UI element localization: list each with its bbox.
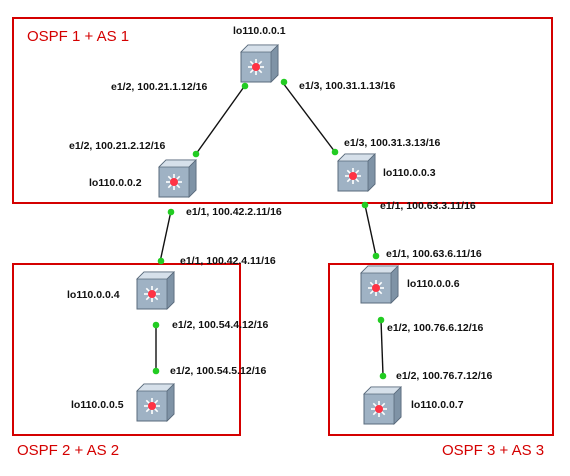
- interface-label: e1/1, 100.63.6.11/16: [386, 248, 482, 260]
- interface-label: e1/2, 100.54.5.12/16: [170, 365, 266, 377]
- link-r6-r7: [380, 319, 384, 376]
- port-dot: [152, 321, 160, 329]
- router-r2[interactable]: [158, 159, 197, 198]
- interface-label: e1/1, 100.42.4.11/16: [180, 255, 276, 267]
- router-r5[interactable]: [136, 383, 175, 422]
- port-dot: [361, 201, 369, 209]
- layer3-switch-icon: [360, 265, 399, 304]
- interface-label: e1/2, 100.76.6.12/16: [387, 322, 483, 334]
- port-dot: [157, 257, 165, 265]
- port-dot: [377, 316, 385, 324]
- interface-label: e1/2, 100.21.2.12/16: [69, 140, 165, 152]
- port-dot: [241, 82, 249, 90]
- router-label-r5: lo110.0.0.5: [71, 399, 124, 411]
- interface-label: e1/2, 100.76.7.12/16: [396, 370, 492, 382]
- router-r6[interactable]: [360, 265, 399, 304]
- interface-label: e1/1, 100.63.3.11/16: [380, 200, 476, 212]
- layer3-switch-icon: [136, 383, 175, 422]
- router-r4[interactable]: [136, 271, 175, 310]
- region-label-ospf2: OSPF 2 + AS 2: [17, 442, 120, 459]
- link-r1-r3: [282, 82, 336, 153]
- port-dot: [280, 78, 288, 86]
- port-dot: [372, 252, 380, 260]
- region-label-ospf3: OSPF 3 + AS 3: [442, 442, 545, 459]
- interface-label: e1/2, 100.54.4.12/16: [172, 319, 268, 331]
- router-r3[interactable]: [337, 153, 376, 192]
- region-box-ospf1: [12, 17, 553, 204]
- router-label-r1: lo110.0.0.1: [233, 25, 286, 37]
- interface-label: e1/1, 100.42.2.11/16: [186, 206, 282, 218]
- layer3-switch-icon: [240, 44, 279, 83]
- region-box-ospf3: [328, 263, 554, 436]
- interface-label: e1/2, 100.21.1.12/16: [111, 81, 207, 93]
- router-label-r3: lo110.0.0.3: [383, 167, 436, 179]
- router-r1[interactable]: [240, 44, 279, 83]
- layer3-switch-icon: [363, 386, 402, 425]
- port-dot: [192, 150, 200, 158]
- router-r7[interactable]: [363, 386, 402, 425]
- interface-label: e1/3, 100.31.1.13/16: [299, 80, 395, 92]
- interface-label: e1/3, 100.31.3.13/16: [344, 137, 440, 149]
- port-dot: [152, 367, 160, 375]
- port-dot: [379, 372, 387, 380]
- layer3-switch-icon: [337, 153, 376, 192]
- port-dot: [167, 208, 175, 216]
- link-r1-r2: [195, 83, 247, 155]
- port-dots: [152, 78, 387, 380]
- region-box-ospf2: [12, 263, 241, 436]
- router-label-r7: lo110.0.0.7: [411, 399, 464, 411]
- port-dot: [331, 148, 339, 156]
- region-label-ospf1: OSPF 1 + AS 1: [27, 28, 130, 45]
- link-r3-r6: [364, 204, 377, 257]
- router-label-r4: lo110.0.0.4: [67, 289, 120, 301]
- layer3-switch-icon: [136, 271, 175, 310]
- link-r2-r4: [159, 210, 172, 263]
- layer3-switch-icon: [158, 159, 197, 198]
- router-label-r2: lo110.0.0.2: [89, 177, 142, 189]
- router-label-r6: lo110.0.0.6: [407, 278, 460, 290]
